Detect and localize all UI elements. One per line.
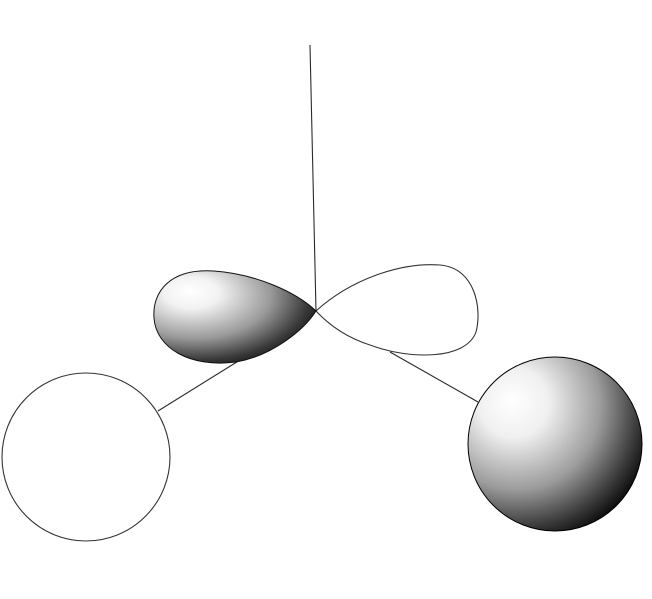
vertical-axis-line [309, 44, 317, 312]
orbital-lobe-left-shaded [153, 270, 317, 364]
sphere-left-outline [1, 372, 171, 542]
orbital-lobe-right-outline [315, 264, 479, 356]
sphere-right-shaded [467, 356, 643, 532]
bond-left [157, 359, 241, 412]
bond-right [389, 351, 479, 403]
